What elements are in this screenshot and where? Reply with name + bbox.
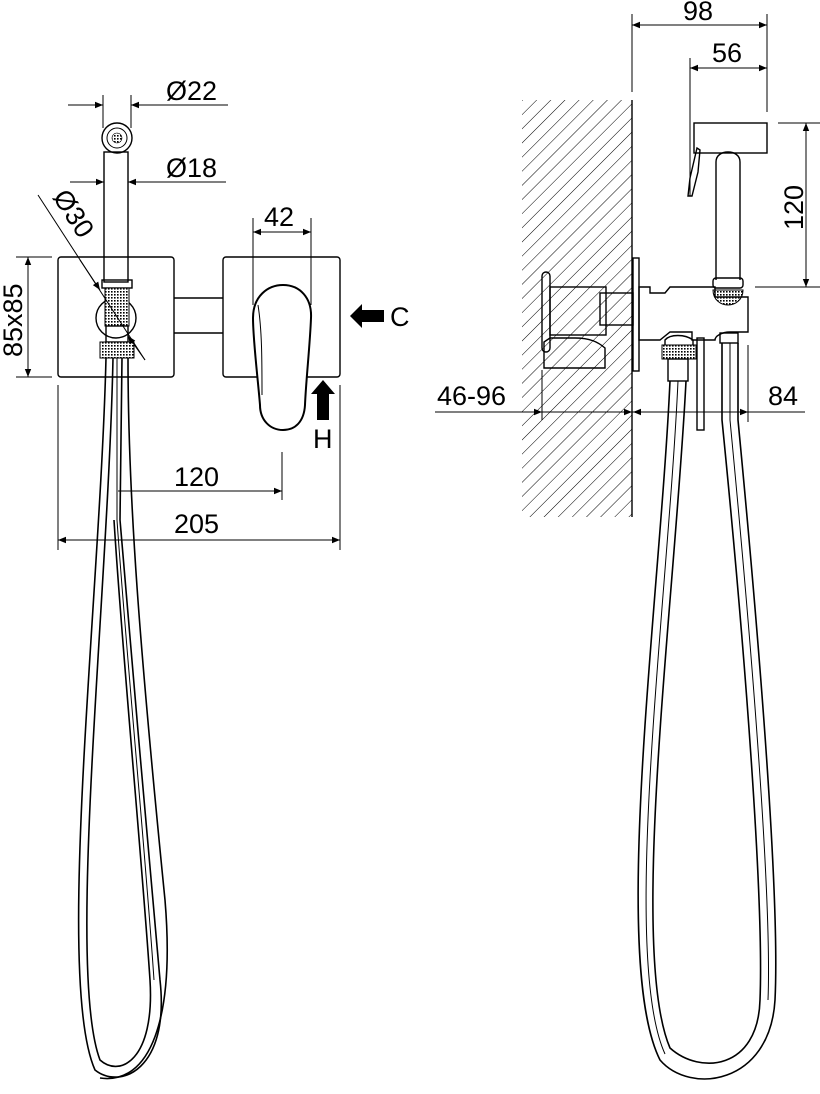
dimension-handle-width: 42 <box>252 202 312 305</box>
hot-inlet-indicator: H <box>311 380 335 454</box>
spray-head <box>101 122 133 154</box>
spray-tube <box>103 151 129 283</box>
cold-inlet-indicator: C <box>350 302 410 332</box>
arrow-up-icon <box>311 380 335 420</box>
dim-plate-size-label: 85x85 <box>0 283 28 357</box>
valve-body <box>541 257 749 431</box>
dim-tube-diameter-label: Ø18 <box>166 153 217 183</box>
dim-wall-depth-label: 46-96 <box>437 381 506 411</box>
dimension-center-distance: 120 <box>118 462 282 495</box>
flexible-hose-side <box>637 343 777 1080</box>
cold-inlet-label: C <box>390 302 410 332</box>
dim-spray-diameter-label: Ø22 <box>166 76 217 106</box>
arrow-left-icon <box>350 304 384 328</box>
dimension-head-height: 120 <box>755 122 820 288</box>
dimension-spray-diameter: Ø22 <box>68 76 228 128</box>
dimension-outlet-projection: 84 <box>730 345 798 422</box>
dimension-plate-size: 85x85 <box>0 256 52 378</box>
dim-knurl-diameter-label: Ø30 <box>47 184 100 243</box>
dim-center-distance-label: 120 <box>174 462 219 492</box>
knurled-nut <box>104 287 130 327</box>
hand-shower <box>687 122 768 306</box>
dim-total-projection-label: 98 <box>683 0 713 26</box>
left-wall-plate <box>57 256 175 378</box>
dimension-overall-width: 205 <box>58 509 340 544</box>
front-view: Ø22 Ø18 Ø30 <box>0 76 410 1080</box>
dimension-total-projection: 98 <box>631 0 768 112</box>
dim-handle-width-label: 42 <box>264 202 294 232</box>
dim-head-height-label: 120 <box>779 185 809 230</box>
wall-flange <box>632 257 640 372</box>
wall-section <box>522 100 632 517</box>
mixer-handle <box>251 283 313 432</box>
dimension-head-depth: 56 <box>689 38 767 196</box>
hot-inlet-label: H <box>313 424 333 454</box>
flexible-hose <box>77 357 168 1080</box>
side-view: 98 56 120 <box>435 0 820 1080</box>
trigger <box>687 146 701 197</box>
dim-outlet-projection-label: 84 <box>768 381 798 411</box>
dimension-tube-diameter: Ø18 <box>70 153 226 186</box>
dim-head-depth-label: 56 <box>712 38 742 68</box>
dim-overall-width-label: 205 <box>174 509 219 539</box>
